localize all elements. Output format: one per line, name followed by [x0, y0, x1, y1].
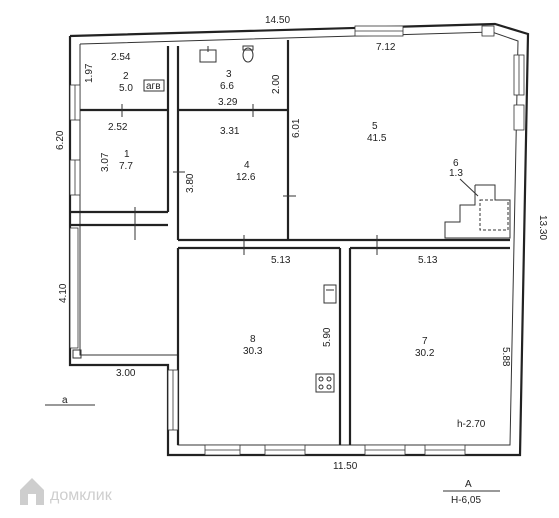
fixtures: [72, 45, 511, 393]
room-4-height: 3.80: [185, 173, 196, 193]
room-4-area: 12.6: [236, 172, 256, 183]
room-2-number: 2: [123, 71, 129, 82]
doors: [121, 104, 378, 255]
sink-icon: [199, 46, 217, 63]
dim-left-lower: 4.10: [58, 283, 69, 303]
stamp: А Н-6,05: [443, 479, 500, 506]
window-top-1: [354, 25, 404, 37]
room-8-number: 8: [250, 334, 256, 345]
room-5-area: 41.5: [367, 133, 387, 144]
watermark: домклик: [20, 478, 113, 505]
toilet-icon: [242, 45, 254, 63]
room-6-area: 1.3: [449, 168, 463, 179]
windows: [69, 25, 525, 456]
room-8-area: 30.3: [243, 346, 263, 357]
annex-corner-marker: [72, 349, 82, 359]
height-note: h-2.70: [457, 419, 486, 430]
room-5-height: 6.01: [291, 118, 302, 138]
room-2-width: 2.54: [111, 52, 131, 63]
outer-walls: [68, 22, 530, 457]
stairs-icon: [444, 184, 511, 239]
room-2-tag: агв: [146, 81, 161, 92]
radiator-icon: [323, 284, 337, 304]
house-icon: [20, 478, 44, 505]
window-right-2: [513, 104, 525, 131]
room-7-area: 30.2: [415, 348, 435, 359]
window-top-2: [481, 25, 495, 37]
room-3-area: 6.6: [220, 81, 234, 92]
room-5-number: 5: [372, 121, 378, 132]
window-left-1: [69, 84, 81, 121]
window-left-2: [69, 159, 81, 196]
window-bottom-3: [364, 444, 406, 456]
window-left-lower: [167, 369, 179, 431]
dim-overall-bottom: 11.50: [333, 461, 358, 472]
room-7-number: 7: [422, 336, 428, 347]
window-bottom-1: [204, 444, 241, 456]
room-1-height: 3.07: [100, 152, 111, 172]
room-6-leader: [459, 178, 479, 197]
room-3-height: 2.00: [271, 74, 282, 94]
room-3-width: 3.29: [218, 97, 238, 108]
window-annex: [69, 227, 79, 349]
agv-box: [143, 79, 165, 92]
room-3-number: 3: [226, 69, 232, 80]
stove-icon: [315, 373, 335, 393]
room-8-height: 5.90: [322, 327, 333, 347]
room-8-width: 5.13: [271, 255, 291, 266]
room-5-width: 7.12: [376, 42, 396, 53]
stamp-letter: А: [465, 479, 472, 490]
dim-overall-right: 13.30: [537, 215, 548, 240]
window-right-1: [513, 54, 525, 96]
room-2-area: 5.0: [119, 83, 133, 94]
room-4-width: 3.31: [220, 126, 240, 137]
room-1-width: 2.52: [108, 122, 128, 133]
room-2-height: 1.97: [84, 63, 95, 83]
section-marker: a: [45, 395, 95, 406]
section-marker-label: a: [62, 395, 68, 406]
room-6-number: 6: [453, 158, 459, 169]
interior-walls: [70, 40, 510, 445]
room-7-height: 5.88: [500, 347, 511, 367]
dim-overall-top: 14.50: [265, 15, 290, 26]
window-bottom-2: [264, 444, 306, 456]
room-1-number: 1: [124, 149, 130, 160]
stamp-code: Н-6,05: [451, 495, 481, 506]
room-4-number: 4: [244, 160, 250, 171]
watermark-text: домклик: [50, 487, 113, 504]
window-bottom-4: [424, 444, 466, 456]
dim-left-upper: 6.20: [55, 130, 66, 150]
dim-annex-bottom: 3.00: [116, 368, 136, 379]
room-7-width: 5.13: [418, 255, 438, 266]
room-1-area: 7.7: [119, 161, 133, 172]
